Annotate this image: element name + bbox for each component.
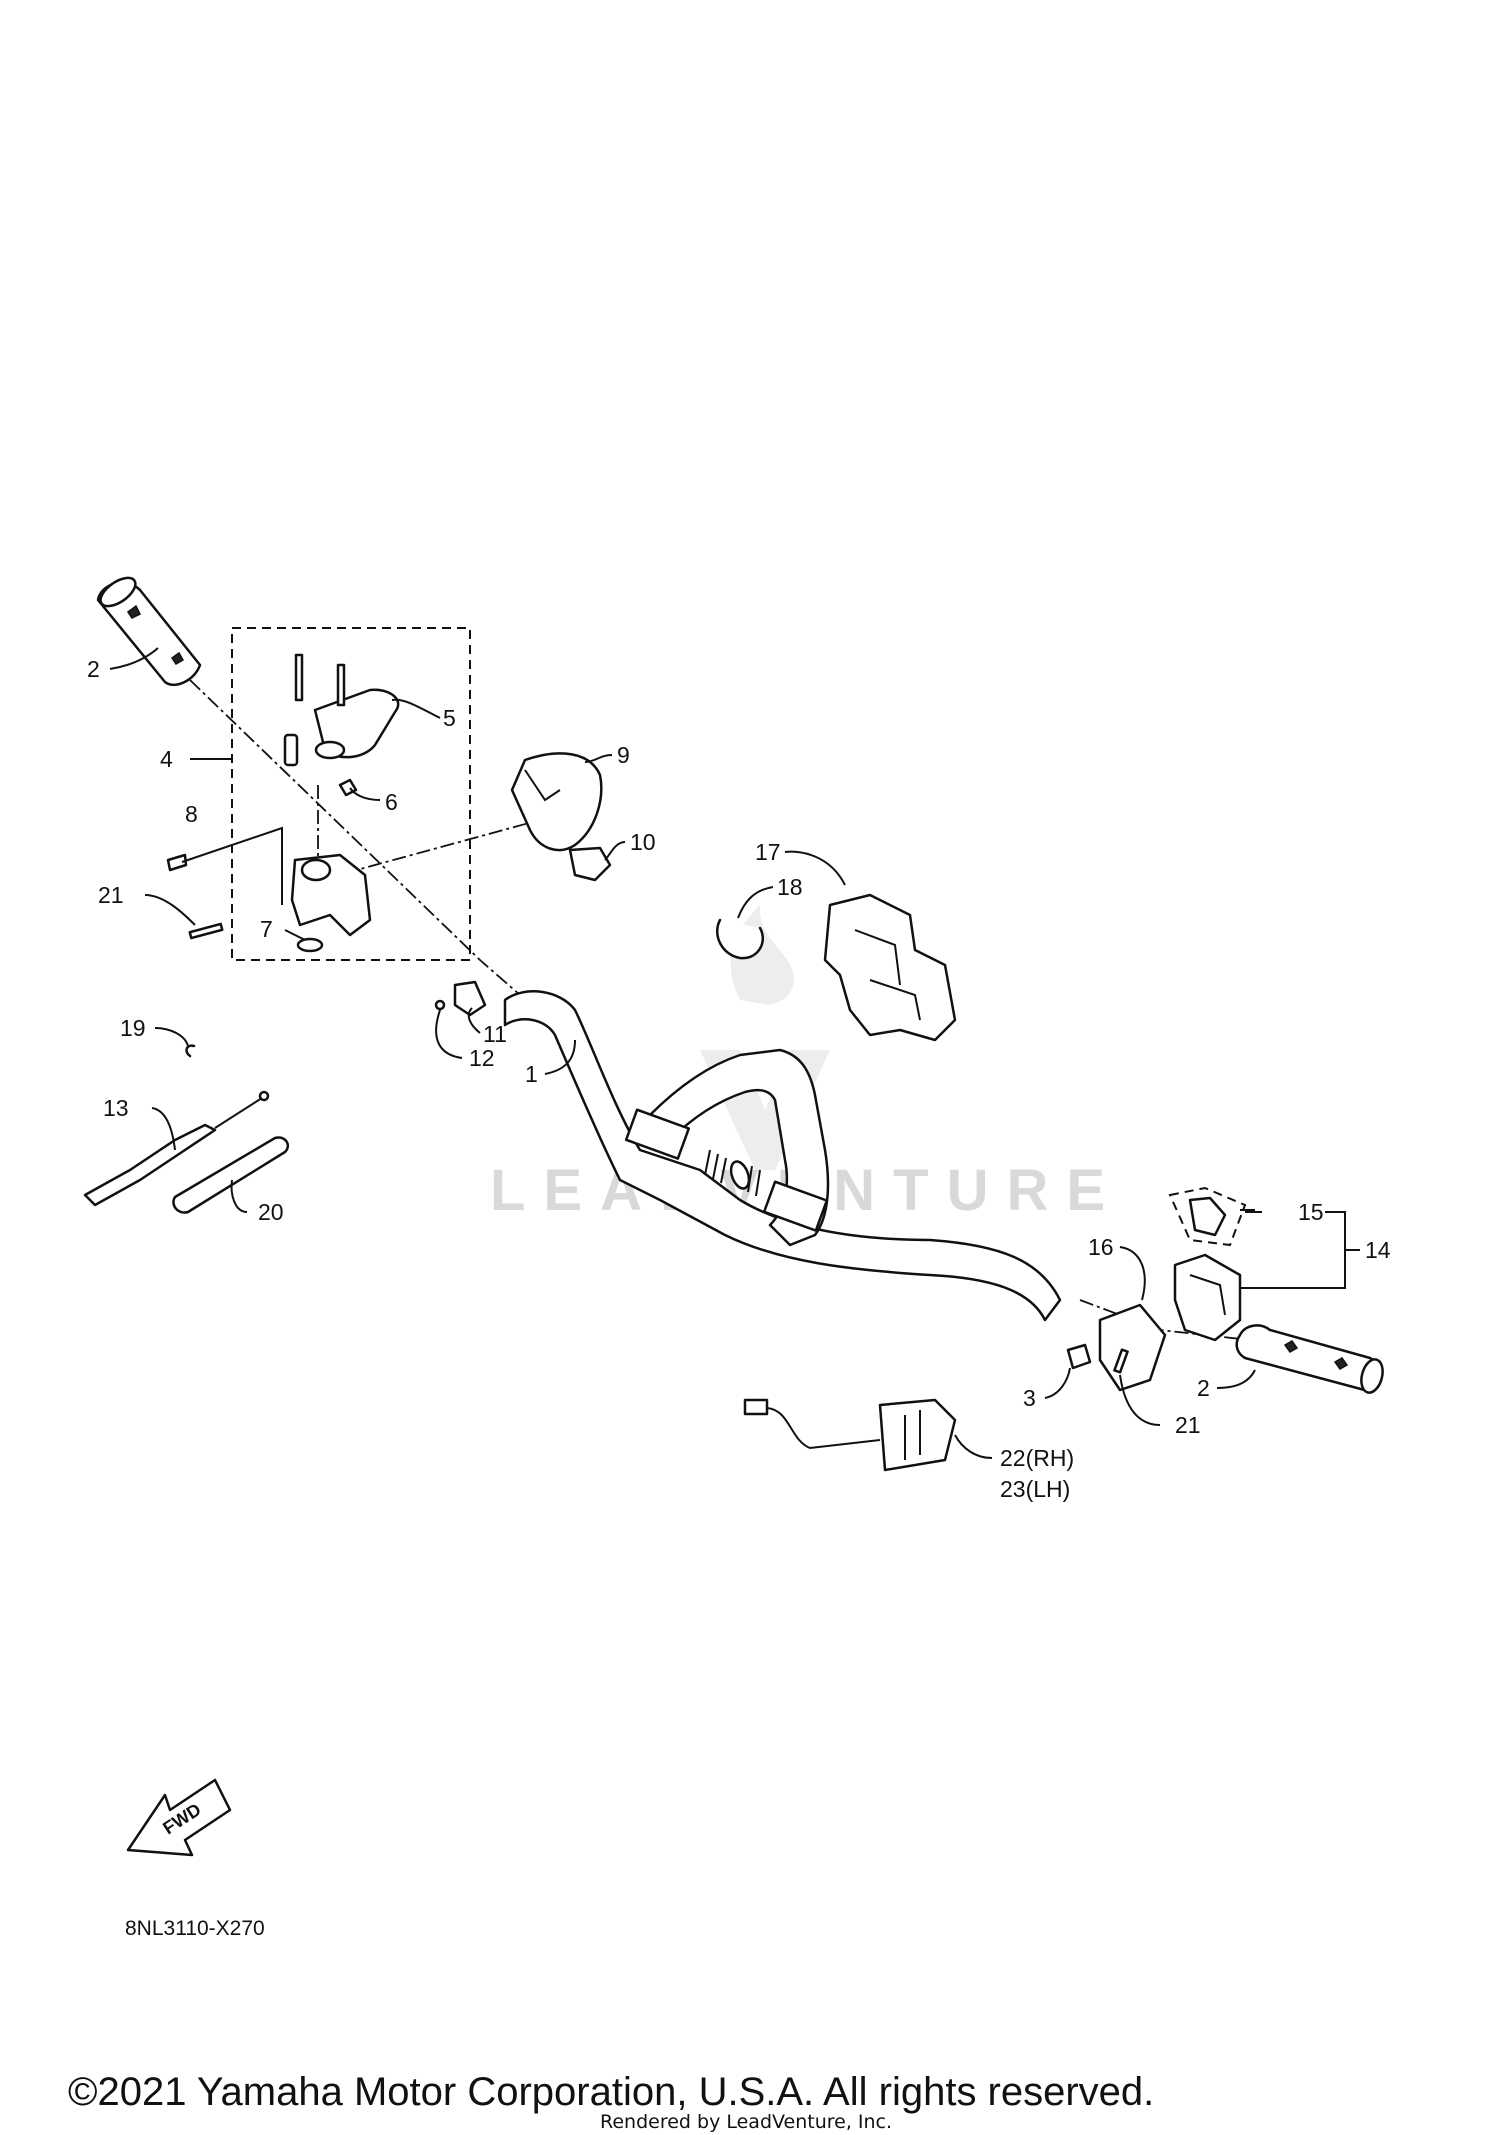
callout-22-rh: 22(RH) xyxy=(1000,1445,1074,1471)
handlebar-clamp-right xyxy=(762,1180,829,1232)
screw-21-right xyxy=(1113,1348,1129,1374)
throttle-lever xyxy=(283,653,400,767)
cable-end xyxy=(258,1090,270,1102)
handlebar xyxy=(503,990,1062,1322)
snap-ring-18 xyxy=(715,918,765,960)
grip-end-cap xyxy=(99,576,137,608)
grip-logo-mark-2 xyxy=(170,651,185,665)
throttle-housing xyxy=(290,853,372,953)
housing-bore xyxy=(300,858,332,882)
grip-end-cap xyxy=(1360,1358,1384,1394)
callout-2-right: 2 xyxy=(1197,1375,1210,1401)
callout-1: 1 xyxy=(525,1061,538,1087)
switch-housing-14 xyxy=(1173,1253,1242,1342)
cover-edge xyxy=(524,769,561,802)
lever-pivot xyxy=(314,740,346,760)
cable-wire xyxy=(214,1097,263,1129)
callout-16: 16 xyxy=(1088,1234,1114,1260)
handlebar-tube xyxy=(503,990,1062,1322)
handlebar-clamp-left xyxy=(624,1108,691,1160)
callout-11: 11 xyxy=(483,1021,507,1047)
harness-wire xyxy=(766,1407,881,1450)
callout-19: 19 xyxy=(120,1015,146,1041)
cable-housing xyxy=(83,1123,217,1207)
bracket-body xyxy=(823,893,957,1042)
bracket-edge-2 xyxy=(869,979,921,1021)
lever-pin xyxy=(336,663,346,707)
callout-15: 15 xyxy=(1298,1199,1324,1225)
switch-assembly-14 xyxy=(1168,1186,1247,1342)
callout-12: 12 xyxy=(469,1045,495,1071)
drawing-code: 8NL3110-X270 xyxy=(125,1917,265,1940)
sensor-screw-12 xyxy=(434,999,446,1011)
callouts: 2 4 5 6 8 21 7 9 10 17 18 11 12 1 19 13 … xyxy=(87,656,1391,1502)
bracket-plate-16 xyxy=(1098,1303,1167,1392)
axis-line-left-grip xyxy=(189,679,521,996)
callout-20: 20 xyxy=(258,1199,284,1225)
sensor-11 xyxy=(453,980,487,1017)
clip-19 xyxy=(185,1044,196,1058)
callout-5: 5 xyxy=(443,705,456,731)
handlebar-center-mark xyxy=(729,1160,751,1190)
end-plug-3 xyxy=(1066,1343,1092,1370)
washer-7 xyxy=(296,937,324,953)
rendered-by-notice: Rendered by LeadVenture, Inc. xyxy=(600,2111,892,2133)
label-plate-8 xyxy=(166,853,188,872)
switch-housing-edge xyxy=(1189,1274,1226,1316)
harness-sticker xyxy=(878,1398,957,1472)
screw-21-left xyxy=(188,922,224,940)
fwd-arrow-shape xyxy=(126,1778,232,1857)
handlebar-knurl xyxy=(704,1149,761,1197)
callout-14: 14 xyxy=(1365,1237,1391,1263)
callout-10: 10 xyxy=(630,829,656,855)
handlebar-brace xyxy=(648,1048,830,1247)
callout-18: 18 xyxy=(777,874,803,900)
switch-15-boundary xyxy=(1168,1186,1247,1247)
harness-sticker-lines xyxy=(904,1410,921,1460)
lever-screw xyxy=(294,653,304,702)
fwd-arrow: FWD xyxy=(126,1778,232,1857)
callout-17: 17 xyxy=(755,839,781,865)
callout-21-right: 21 xyxy=(1175,1412,1201,1438)
callout-8: 8 xyxy=(185,801,198,827)
switch-10 xyxy=(568,846,612,882)
left-grip xyxy=(96,576,202,687)
callout-21-left: 21 xyxy=(98,882,124,908)
grip-logo-mark xyxy=(126,604,142,619)
callout-3: 3 xyxy=(1023,1385,1036,1411)
leader-lines xyxy=(109,647,1360,1459)
callout-7: 7 xyxy=(260,916,273,942)
callout-6: 6 xyxy=(385,789,398,815)
grip-logo-mark xyxy=(1283,1340,1299,1353)
lever-bushing xyxy=(283,733,299,767)
right-grip xyxy=(1235,1324,1384,1394)
callout-9: 9 xyxy=(617,742,630,768)
callout-13: 13 xyxy=(103,1095,129,1121)
bracket-edge-1 xyxy=(854,929,901,986)
callout-4: 4 xyxy=(160,746,173,772)
callout-2-top: 2 xyxy=(87,656,100,682)
grip-body xyxy=(1235,1324,1383,1394)
throttle-cover-9 xyxy=(510,752,603,852)
switch-15 xyxy=(1188,1196,1227,1237)
harness-connector xyxy=(743,1398,769,1416)
throttle-cable-13 xyxy=(83,1090,270,1207)
callout-23-lh: 23(LH) xyxy=(1000,1476,1070,1502)
copyright-notice: ©2021 Yamaha Motor Corporation, U.S.A. A… xyxy=(68,2070,1154,2114)
mount-bracket-17 xyxy=(823,893,957,1042)
leader-8 xyxy=(181,826,283,905)
grip-logo-mark-2 xyxy=(1333,1357,1349,1370)
sleeve-20 xyxy=(172,1136,290,1214)
wire-harness xyxy=(743,1398,957,1472)
